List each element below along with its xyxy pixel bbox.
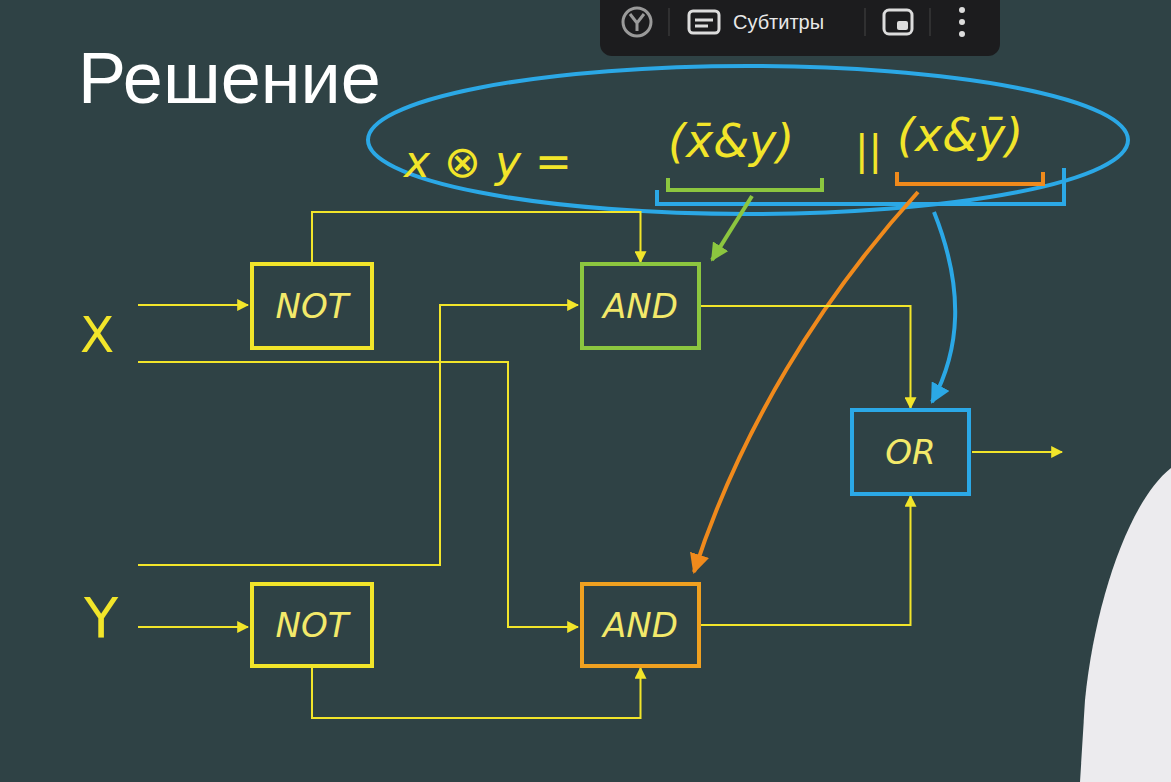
- formula: (x&ȳ): [897, 112, 1023, 158]
- bracket: [657, 168, 1064, 204]
- formula: (x̄&y): [668, 118, 794, 164]
- signal-name: X: [80, 310, 114, 360]
- wire: [312, 668, 641, 718]
- wire: [138, 305, 1062, 627]
- formula: x ⊗ y =: [404, 140, 572, 184]
- logic-gate: NOT: [250, 262, 374, 350]
- gate-label: NOT: [276, 605, 349, 645]
- formula: ||: [855, 130, 882, 170]
- gate-label: OR: [885, 432, 935, 472]
- player-bar: [600, 0, 1000, 56]
- annotation-arrow: [712, 196, 752, 260]
- slide-title: Решение: [78, 42, 381, 114]
- logic-gate: OR: [850, 408, 971, 496]
- player-caption: Субтитры: [733, 12, 824, 32]
- bracket: [897, 172, 1043, 184]
- signal-name: Y: [84, 590, 118, 646]
- highlight-ellipse: [368, 66, 1128, 214]
- wire: [312, 212, 641, 262]
- gate-label: NOT: [276, 286, 349, 326]
- logic-gate: AND: [580, 582, 701, 668]
- wire: [701, 306, 911, 408]
- logic-gate: NOT: [250, 582, 374, 668]
- subtitles-icon: [689, 11, 719, 33]
- menu-icon: [959, 7, 965, 13]
- annotation-arrow: [694, 192, 918, 572]
- gate-label: AND: [603, 286, 678, 326]
- browser-icon: [623, 8, 651, 36]
- wire: [701, 496, 911, 625]
- presenter: [1080, 468, 1171, 782]
- logic-gate: AND: [580, 262, 701, 350]
- gate-label: AND: [603, 605, 678, 645]
- bracket: [668, 178, 822, 190]
- pip-icon: [884, 10, 912, 34]
- annotation-arrow: [932, 212, 955, 402]
